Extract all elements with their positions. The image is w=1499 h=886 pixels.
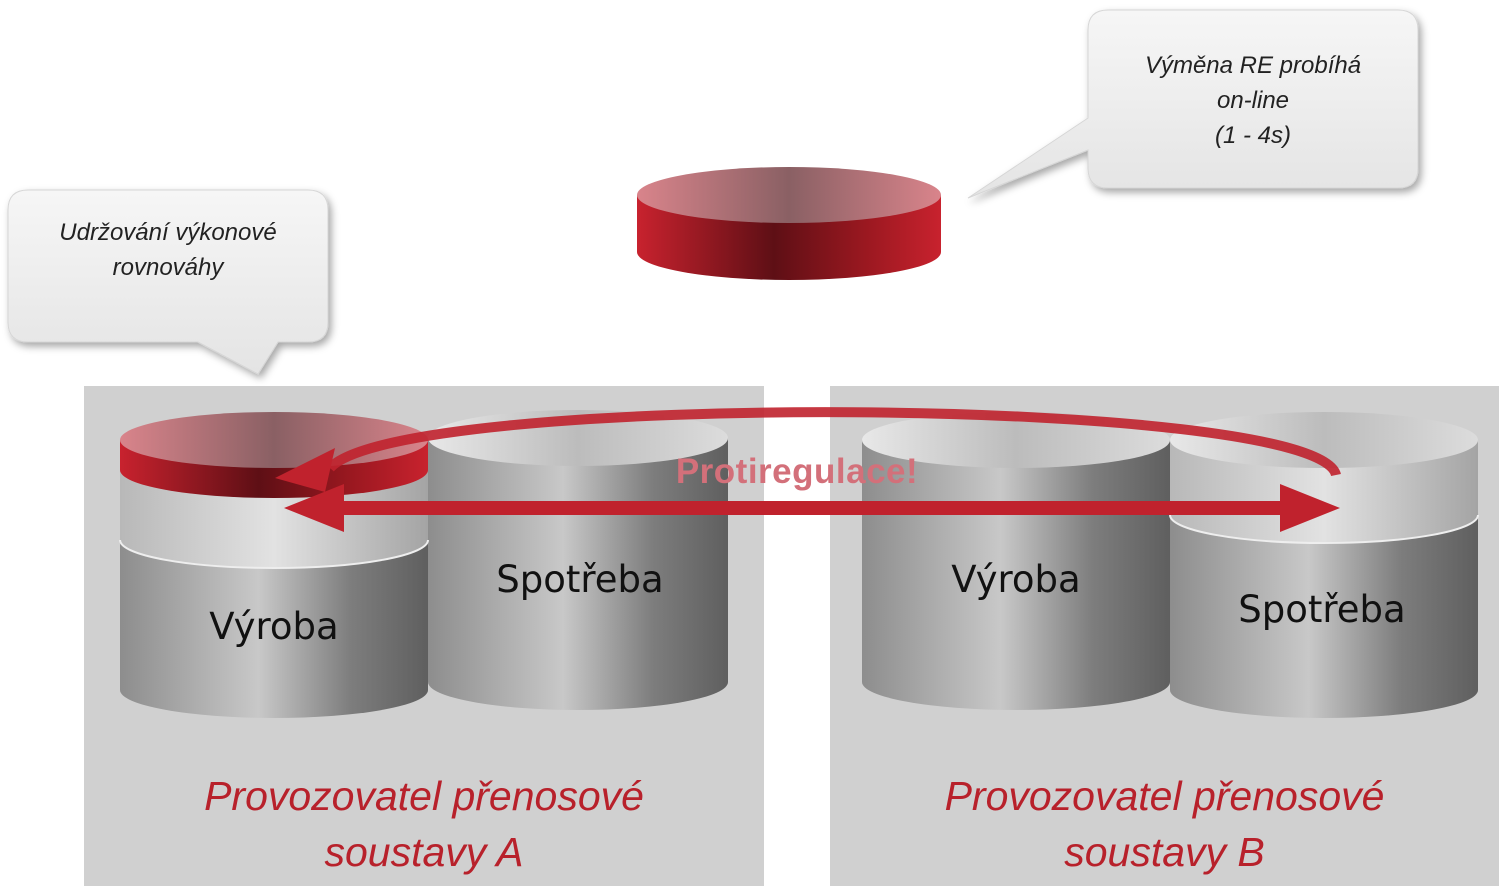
panel-a-production-label: Výroba [209,605,339,648]
reserve-disc [637,167,941,280]
panel-a-title: Provozovatel přenosové soustavy A [84,768,764,880]
arrowhead-left-lower [284,484,344,532]
callout-balance-line-1: Udržování výkonové [59,219,277,246]
counter-regulation-label: Protiregulace! [675,452,919,491]
callout-balance-text: Udržování výkonové rovnováhy [10,215,326,285]
callout-exchange-line-3: (1 - 4s) [1214,122,1291,149]
panel-a-title-line-2: soustavy A [324,829,524,875]
callout-exchange [967,9,1419,199]
panel-a-title-line-1: Provozovatel přenosové [204,773,644,819]
callout-exchange-text: Výměna RE probíhá on-line (1 - 4s) [1090,48,1416,153]
callout-balance-line-2: rovnováhy [112,254,224,281]
cylinder-a-production [119,412,429,718]
panel-a-consumption-label: Spotřeba [496,558,664,601]
arrowhead-left-upper [275,448,335,492]
callout-exchange-line-2: on-line [1216,87,1290,114]
counter-regulation-arrows [275,407,1341,532]
panel-b-production-label: Výroba [951,558,1081,601]
arrowhead-right [1280,484,1340,532]
panel-b-title-line-1: Provozovatel přenosové [944,773,1385,819]
callout-exchange-line-1: Výměna RE probíhá [1144,52,1362,79]
panel-b-title: Provozovatel přenosové soustavy B [830,768,1499,880]
panel-b-title-line-2: soustavy B [1064,829,1265,875]
panel-b-consumption-label: Spotřeba [1238,588,1406,631]
callout-balance [7,189,329,375]
